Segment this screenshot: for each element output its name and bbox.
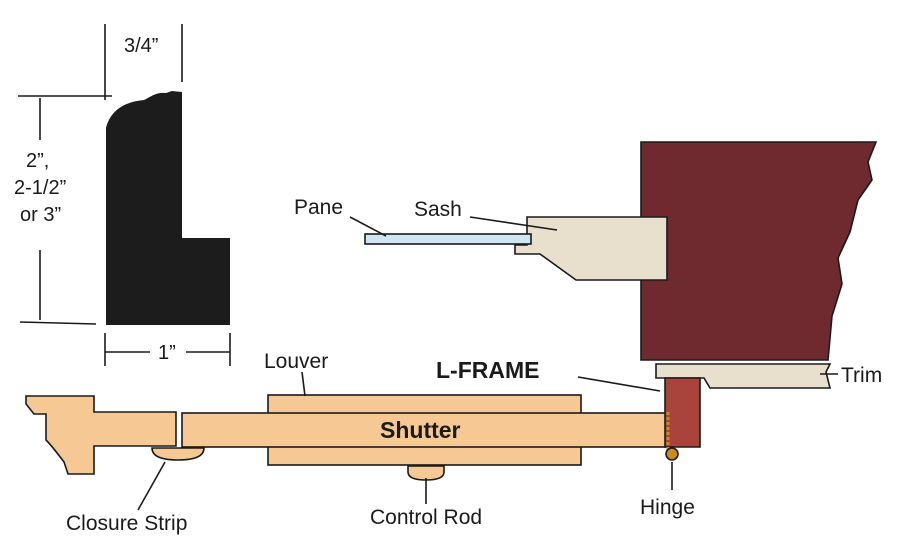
closure-strip-leader-line: [137, 461, 166, 511]
dim-height-label-1: 2”,: [26, 150, 49, 172]
dim-width-label: 1”: [158, 342, 176, 364]
wall-block: [640, 141, 878, 361]
l-frame-installed: [664, 377, 701, 448]
dim-height-label-2: 2-1/2”: [14, 177, 66, 199]
trim: [655, 363, 832, 389]
pane-leader-line: [349, 216, 387, 237]
shutter-body: [181, 412, 668, 448]
louver-leader-line: [301, 371, 306, 397]
l-frame-leader-line: [577, 376, 661, 392]
control-rod: [407, 465, 445, 481]
hinge-pin: [665, 447, 679, 461]
hinge-label: Hinge: [640, 496, 695, 519]
l-frame-label: L-FRAME: [436, 357, 539, 383]
louver-label: Louver: [264, 350, 328, 373]
control-rod-label: Control Rod: [370, 506, 482, 529]
dim-height-bottom-line: [19, 321, 97, 325]
closure-strip-label: Closure Strip: [66, 512, 187, 535]
l-frame-profile: [106, 91, 230, 325]
sash: [514, 216, 668, 281]
closure-strip: [151, 447, 205, 461]
trim-label: Trim: [841, 364, 882, 387]
shutter-label: Shutter: [380, 417, 461, 443]
window-pane: [364, 233, 532, 245]
left-moulding: [25, 395, 177, 475]
dim-thickness-label: 3/4”: [124, 35, 158, 57]
sash-label: Sash: [414, 198, 462, 221]
sash-leader-line: [469, 216, 558, 231]
dim-height-label-3: or 3”: [20, 204, 61, 226]
pane-label: Pane: [294, 196, 343, 219]
